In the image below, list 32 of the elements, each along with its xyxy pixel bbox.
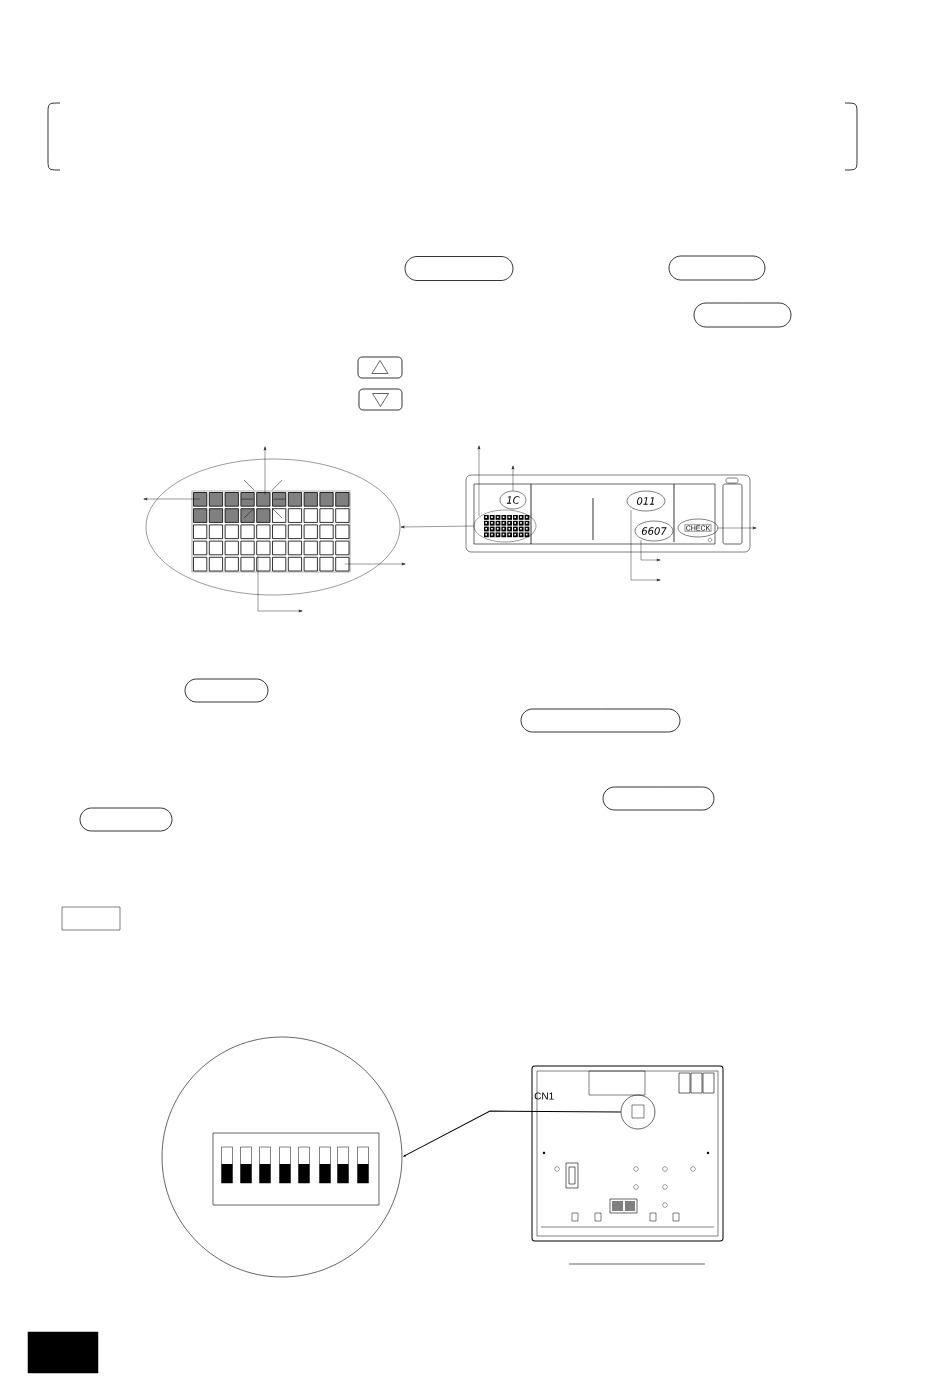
leader-line — [263, 446, 267, 496]
down-button — [358, 388, 403, 411]
leader-line — [718, 526, 757, 530]
button-outline — [404, 256, 514, 281]
button-outline — [602, 786, 715, 811]
button-outline — [668, 255, 766, 281]
arrow — [403, 1110, 622, 1157]
connector-label: CN1 — [534, 1092, 554, 1100]
leader-line — [257, 555, 303, 613]
button-outline — [693, 302, 792, 328]
leader-line — [630, 509, 661, 582]
segment-readout: 6607 — [634, 520, 674, 542]
magnified-grid-drawing — [145, 458, 401, 596]
arrow — [400, 525, 474, 529]
button-outline — [520, 708, 681, 733]
switch-location-circle — [620, 1094, 656, 1130]
circuit-board-drawing — [531, 1065, 724, 1242]
page-tab — [27, 1331, 99, 1374]
leader-line — [477, 445, 481, 517]
leader-line — [344, 562, 406, 566]
button-outline — [184, 678, 269, 703]
display-panel-drawing — [465, 474, 751, 553]
leader-line — [640, 539, 661, 562]
up-button — [357, 356, 403, 379]
button-outline — [79, 807, 173, 832]
grid-indicator-drawing — [473, 509, 537, 543]
segment-readout: 011 — [626, 490, 666, 512]
magnified-switch-drawing — [161, 1036, 403, 1278]
leader-line — [143, 497, 201, 501]
segment-readout: 1C — [499, 490, 527, 510]
note-box — [61, 906, 121, 931]
leader-line — [511, 465, 515, 491]
